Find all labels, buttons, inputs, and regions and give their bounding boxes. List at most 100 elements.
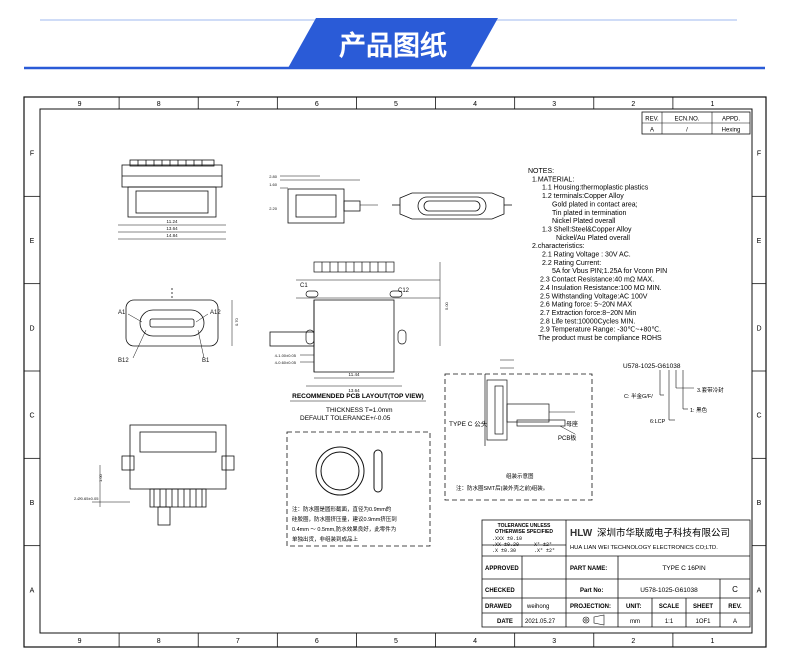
banner: 产品图纸 — [24, 18, 765, 70]
oring-note-4: 单独出货，非组装到成品上 — [292, 535, 359, 543]
banner-title: 产品图纸 — [339, 30, 447, 61]
part-code-tree: U578-1025-G61038 C: 半金G/F/ 3.套带冷封 6:LCP … — [623, 363, 724, 425]
note-line: Gold plated in contact area; — [552, 201, 638, 208]
bottom-left-view: 2-Ø0.65±0.05 1.00 — [74, 424, 235, 526]
footprint-slot-left — [305, 290, 319, 298]
frame-col-8-top: 8 — [157, 101, 161, 108]
dim-2-80: 2.80 — [269, 174, 278, 179]
note-line: 2.3 Contact Resistance:40 mΩ MAX. — [540, 277, 654, 284]
rev-header: REV. — [645, 117, 659, 123]
frame-col-6-top: 6 — [315, 101, 319, 108]
note-line: 1.2 terminals:Copper Alloy — [542, 193, 624, 200]
dim-footprint-a: 11.44 — [349, 372, 360, 377]
dim-11-24: 11.24 — [167, 219, 178, 224]
revision-table: REV. ECN.NO. APPD. A / Hexing — [641, 111, 751, 135]
dim-14-84: 14.84 — [166, 233, 178, 238]
scale-value: 1:1 — [665, 619, 674, 625]
tol-1: .XXX ±0.10 — [492, 536, 522, 542]
oring-frame — [286, 431, 431, 547]
frame-row-F-right: F — [757, 151, 761, 158]
projection-label: PROJECTION: — [570, 604, 611, 610]
end-view-tongue — [149, 318, 195, 328]
part-code-6: 6:LCP — [650, 419, 666, 425]
part-name-label: PART NAME: — [570, 566, 607, 572]
note-line: 1.1 Housing:thermoplastic plastics — [542, 185, 649, 192]
sheet-value: 1OF1 — [695, 619, 711, 625]
pin-label-b12: B12 — [118, 358, 129, 364]
frame-row-A-left: A — [30, 587, 35, 594]
note-line: Tin plated in termination — [552, 210, 627, 217]
projection-symbol — [582, 614, 605, 626]
frame-col-3-top: 3 — [552, 101, 556, 108]
tol-header-1: TOLERANCE UNLESS — [498, 523, 551, 529]
top-view-shell — [399, 192, 505, 220]
appd-header: APPD. — [722, 117, 740, 123]
dim-13-64: 13.64 — [166, 226, 178, 231]
drawed-value: weihong — [526, 604, 549, 610]
frame-row-C-right: C — [756, 413, 761, 420]
frame-row-C-left: C — [29, 413, 34, 420]
front-view: 11.24 13.64 14.84 — [118, 159, 226, 240]
front-view-body — [127, 186, 217, 218]
oring-section — [373, 449, 383, 493]
frame-row-B-left: B — [30, 500, 35, 507]
end-view-shell — [125, 299, 219, 347]
frame-col-5-top: 5 — [394, 101, 398, 108]
frame-col-2-top: 2 — [631, 101, 635, 108]
banner-tab — [288, 18, 498, 68]
note-line: The product must be compliance ROHS — [538, 335, 662, 342]
note-line: Nickel Plated overall — [552, 218, 616, 225]
note-line: 2.4 Insulation Resistance:100 MΩ MIN. — [540, 285, 662, 292]
appd-value: Hexing — [722, 128, 741, 134]
ecn-header: ECN.NO. — [674, 117, 699, 123]
frame-row-E-left: E — [30, 238, 35, 245]
tol-3: .X ±0.30 — [492, 548, 516, 554]
assembly-receptacle — [506, 403, 550, 423]
dim-1-60: 1.60 — [269, 182, 278, 187]
bottom-view-shell — [129, 424, 227, 490]
front-view-pins — [129, 159, 215, 167]
note-line: 2.2 Rating Current: — [542, 260, 601, 267]
dim-pitch: 0.70 — [234, 317, 239, 326]
frame-row-F-left: F — [30, 151, 34, 158]
frame-col-7-bottom: 7 — [236, 638, 240, 645]
oring-inner — [320, 451, 360, 491]
frame-col-1-top: 1 — [710, 101, 714, 108]
tol-header-2: OTHERWISE SPECIFIED — [495, 529, 553, 535]
frame-col-9-bottom: 9 — [78, 638, 82, 645]
drawed-label: DRAWED — [485, 604, 512, 610]
end-view: A1 A12 B12 B1 0.70 — [118, 288, 239, 364]
checked-label: CHECKED — [485, 588, 515, 594]
pcb-elevation: 4-1.00±0.05 4-0.60±0.05 — [269, 299, 395, 373]
assembly-housing: 母座 — [566, 420, 578, 428]
note-line: 5A for Vbus PIN;1.25A for Vconn PIN — [552, 268, 667, 275]
footprint-c1: C1 — [300, 283, 308, 289]
assembly-pcb — [516, 419, 566, 427]
rev-letter: C — [732, 585, 738, 594]
frame-row-D-right: D — [756, 325, 761, 332]
pin-label-b1: B1 — [202, 358, 210, 364]
pin-label-a1: A1 — [118, 310, 126, 316]
end-view-port — [139, 309, 205, 337]
dim-4-1-00: 4-1.00±0.05 — [275, 353, 297, 358]
rev-label: REV. — [728, 604, 742, 610]
tol-2: .XX ±0.20 — [492, 542, 519, 548]
oring-outer — [315, 446, 365, 496]
note-line: 2.7 Extraction force:8~20N Min — [540, 310, 636, 317]
company-logo: HLW — [570, 528, 593, 539]
note-line: 1.MATERIAL: — [532, 176, 574, 183]
notes-block: NOTES:1.MATERIAL:1.1 Housing:thermoplast… — [528, 168, 667, 342]
pcb-elevation-body — [313, 299, 395, 373]
frame-col-5-bottom: 5 — [394, 638, 398, 645]
oring-note-3: 0.4mm ～ 0.5mm,防水效果良好，此零件为 — [292, 525, 396, 533]
dim-2-20: 2.20 — [269, 206, 278, 211]
scale-label: SCALE — [659, 604, 679, 610]
assembly-caption: 组装示意图 — [506, 472, 534, 480]
pin-label-a12: A12 — [210, 310, 221, 316]
footprint-c12: C12 — [398, 288, 410, 294]
pcb-layout-title: RECOMMENDED PCB LAYOUT(TOP VIEW) — [292, 393, 424, 400]
date-value: 2021.05.27 — [525, 619, 556, 625]
